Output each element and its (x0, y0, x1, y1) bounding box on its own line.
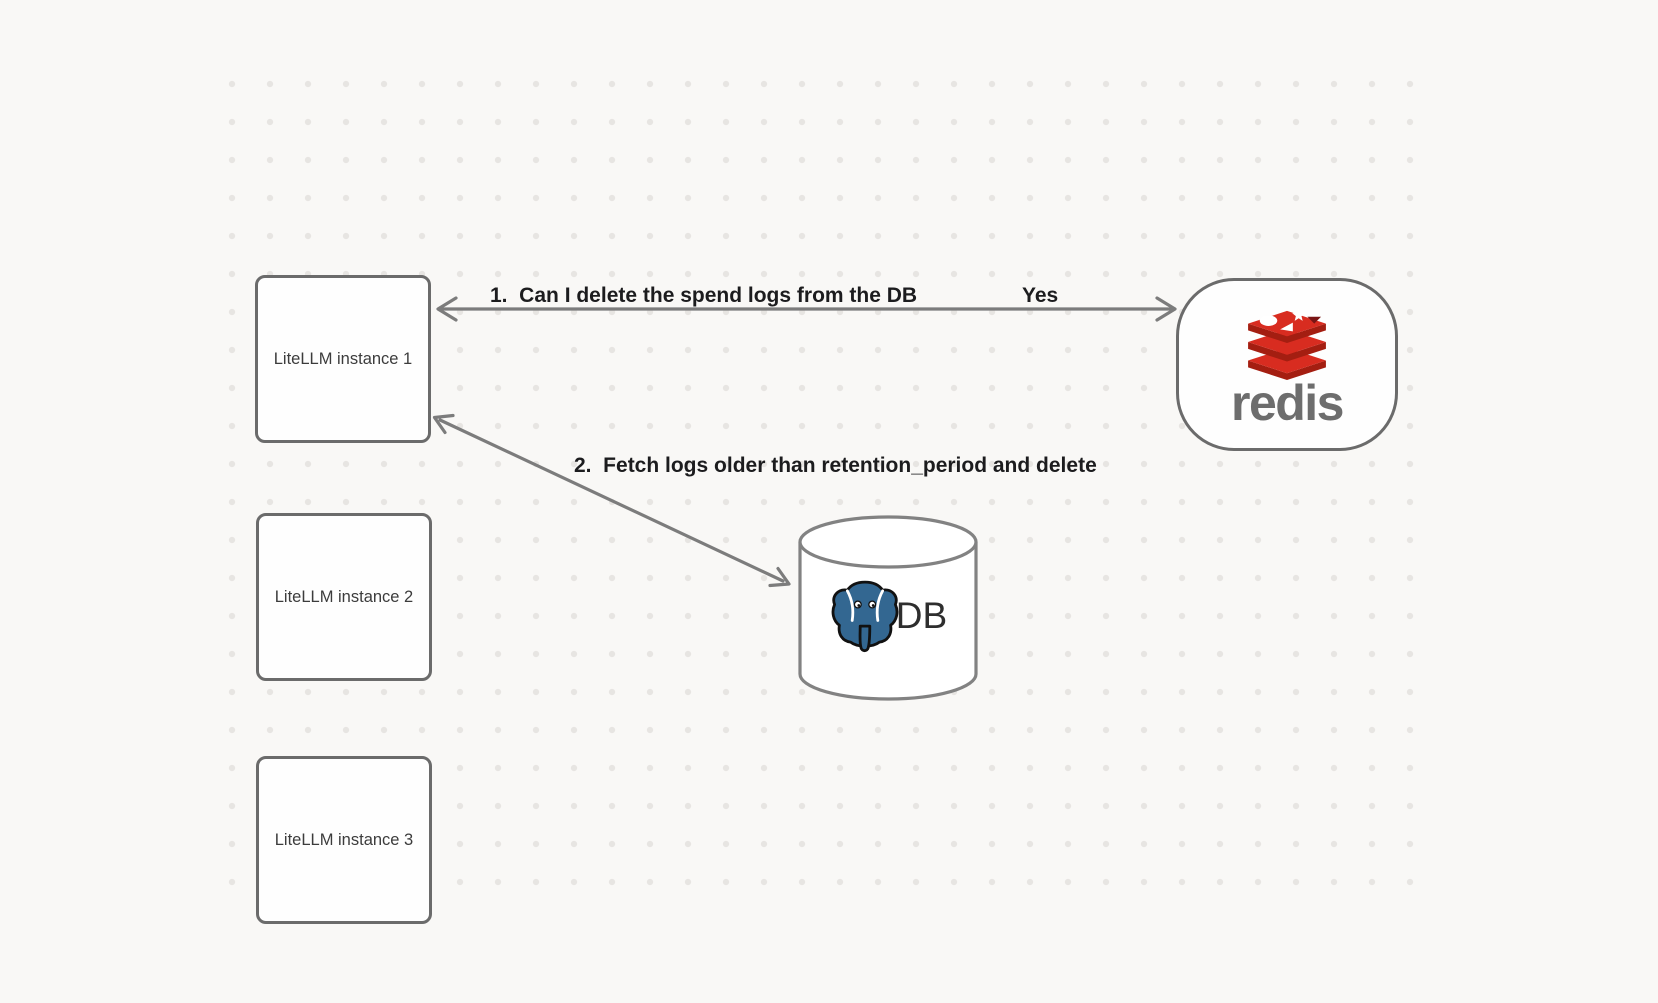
node-label: LiteLLM instance 1 (273, 349, 413, 368)
arrow-litellm-redis[interactable] (436, 296, 1177, 322)
node-label: LiteLLM instance 2 (274, 587, 414, 606)
edge2-label: 2. Fetch logs older than retention_perio… (574, 454, 1097, 477)
node-litellm-instance-2[interactable]: LiteLLM instance 2 (256, 513, 432, 681)
node-redis[interactable]: redis (1176, 278, 1398, 451)
node-litellm-instance-3[interactable]: LiteLLM instance 3 (256, 756, 432, 924)
arrowhead-left-icon (436, 296, 458, 322)
arrow-litellm-db[interactable] (432, 413, 791, 588)
edge1-question-label: 1. Can I delete the spend logs from the … (490, 284, 918, 307)
node-label: LiteLLM instance 3 (274, 830, 414, 849)
arrowhead-right-icon (1155, 296, 1177, 322)
redis-stack-icon (1248, 308, 1326, 380)
node-database[interactable]: DB (797, 514, 979, 704)
arrowhead-lower-icon (768, 566, 791, 588)
arrowhead-upper-icon (432, 413, 455, 435)
edge1-response-label: Yes (1022, 284, 1059, 307)
db-label: DB (895, 595, 948, 636)
postgresql-elephant-icon (831, 580, 899, 652)
arrow-shaft[interactable] (438, 418, 785, 583)
node-litellm-instance-1[interactable]: LiteLLM instance 1 (255, 275, 431, 443)
redis-wordmark: redis (1230, 375, 1345, 431)
